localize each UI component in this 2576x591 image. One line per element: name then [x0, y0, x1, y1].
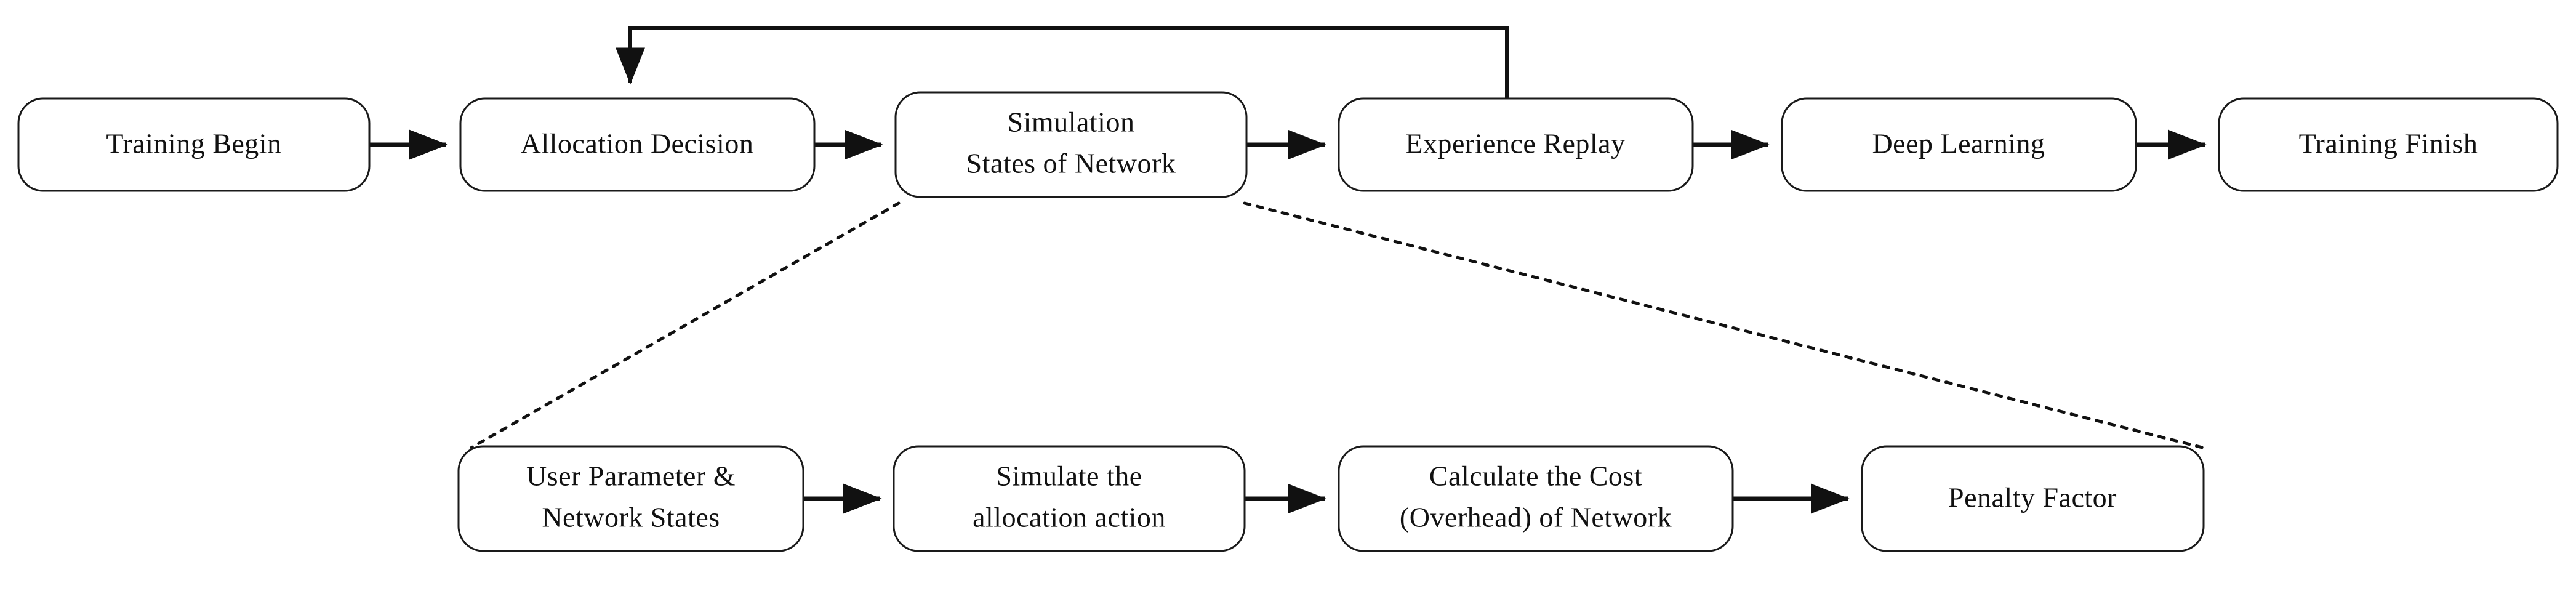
node-simulate-allocation-action-label-line1: Simulate the	[996, 460, 1142, 492]
edge-sim-expand-right	[1243, 201, 2204, 449]
node-penalty-factor[interactable]: Penalty Factor	[1861, 445, 2205, 552]
node-training-finish[interactable]: Training Finish	[2218, 97, 2559, 192]
node-penalty-factor-label: Penalty Factor	[1948, 482, 2117, 513]
node-simulation-states-shape[interactable]	[894, 91, 1248, 198]
node-calculate-cost-overhead-label-line1: Calculate the Cost	[1429, 460, 1642, 492]
node-calculate-cost-overhead-shape[interactable]	[1338, 445, 1734, 552]
node-deep-learning-shape[interactable]	[1781, 97, 2137, 192]
node-user-parameter-network-states-label-line1: User Parameter &	[526, 460, 736, 492]
node-simulation-states-label-line1: Simulation	[1008, 107, 1135, 138]
node-training-begin-shape[interactable]	[17, 97, 371, 192]
node-training-finish-shape[interactable]	[2218, 97, 2559, 192]
node-allocation-decision-shape[interactable]	[459, 97, 816, 192]
node-experience-replay-shape[interactable]	[1338, 97, 1694, 192]
node-allocation-decision-label: Allocation Decision	[521, 128, 754, 159]
node-deep-learning[interactable]: Deep Learning	[1781, 97, 2137, 192]
node-training-begin[interactable]: Training Begin	[17, 97, 371, 192]
node-simulation-states-label-line2: States of Network	[966, 148, 1176, 179]
node-experience-replay[interactable]: Experience Replay	[1338, 97, 1694, 192]
node-user-parameter-network-states-shape[interactable]	[457, 445, 804, 552]
edge-sim-expand-left	[470, 201, 901, 449]
node-user-parameter-network-states-label-line2: Network States	[542, 502, 720, 533]
edge-replay-back-to-allocation	[616, 26, 1509, 98]
node-training-begin-label: Training Begin	[106, 128, 281, 159]
node-calculate-cost-overhead[interactable]: Calculate the Cost (Overhead) of Network	[1338, 445, 1734, 552]
node-deep-learning-label: Deep Learning	[1872, 128, 2045, 159]
node-penalty-factor-shape[interactable]	[1861, 445, 2205, 552]
node-allocation-decision[interactable]: Allocation Decision	[459, 97, 816, 192]
node-simulate-allocation-action-label-line2: allocation action	[973, 502, 1166, 533]
node-training-finish-label: Training Finish	[2299, 128, 2478, 159]
node-user-parameter-network-states[interactable]: User Parameter & Network States	[457, 445, 804, 552]
node-simulation-states[interactable]: Simulation States of Network	[894, 91, 1248, 198]
node-simulate-allocation-action[interactable]: Simulate the allocation action	[893, 445, 1246, 552]
node-calculate-cost-overhead-label-line2: (Overhead) of Network	[1400, 502, 1672, 533]
node-simulate-allocation-action-shape[interactable]	[893, 445, 1246, 552]
node-experience-replay-label: Experience Replay	[1405, 128, 1625, 159]
